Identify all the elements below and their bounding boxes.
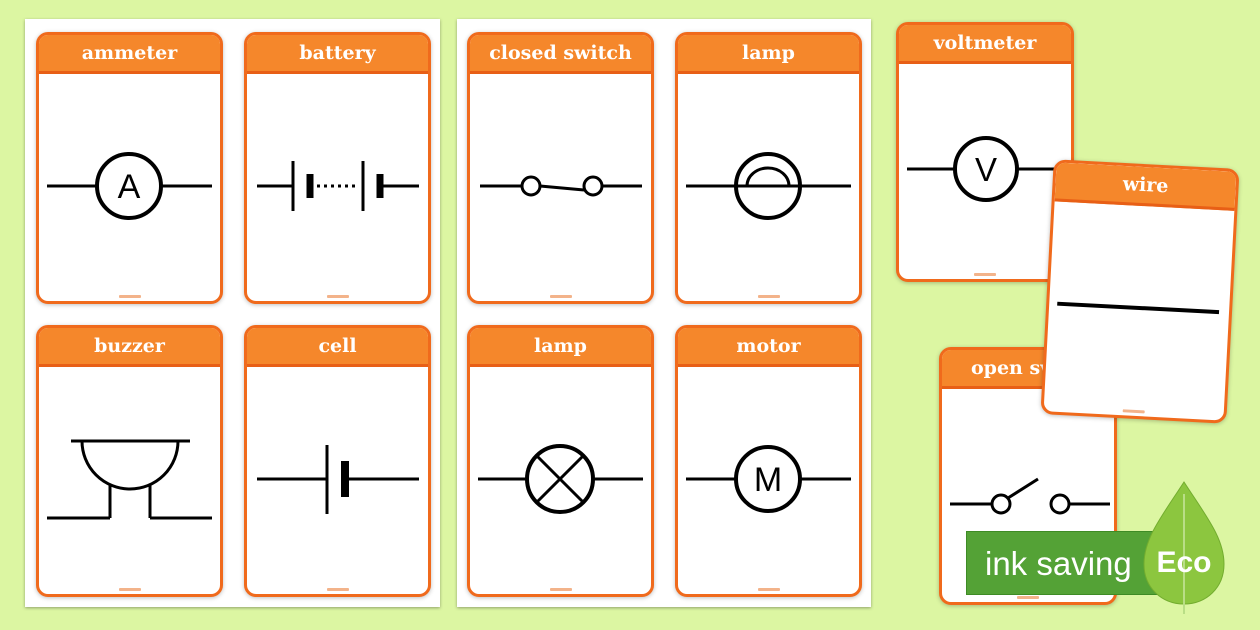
- battery-symbol-icon: [257, 161, 419, 211]
- card-title: cell: [247, 328, 428, 367]
- lamp-cross-symbol-icon: [478, 444, 643, 514]
- closed-switch-symbol-icon: [480, 175, 642, 197]
- card-ammeter[interactable]: ammeter A: [36, 32, 223, 304]
- card-buzzer[interactable]: buzzer: [36, 325, 223, 597]
- card-title: lamp: [678, 35, 859, 74]
- ammeter-symbol-icon: A: [47, 152, 212, 220]
- card-wire[interactable]: wire: [1040, 159, 1240, 424]
- voltmeter-symbol-icon: V: [907, 136, 1067, 202]
- card-footer-mark: [326, 295, 349, 298]
- voltmeter-letter: V: [975, 151, 997, 188]
- card-cell[interactable]: cell: [244, 325, 431, 597]
- eco-leaf-icon: Eco: [1142, 480, 1226, 620]
- lamp-filament-symbol-icon: [686, 152, 851, 220]
- card-footer-mark: [1017, 596, 1039, 599]
- buzzer-symbol-icon: [47, 439, 212, 520]
- card-title: lamp: [470, 328, 651, 367]
- motor-letter: M: [754, 461, 782, 499]
- card-title: motor: [678, 328, 859, 367]
- ammeter-letter: A: [118, 168, 141, 206]
- eco-leaf-text: Eco: [1156, 546, 1212, 579]
- card-voltmeter[interactable]: voltmeter V: [896, 22, 1074, 282]
- card-footer-mark: [326, 588, 349, 591]
- ink-saving-label: ink saving: [985, 545, 1132, 582]
- motor-symbol-icon: M: [686, 445, 851, 513]
- open-switch-symbol-icon: [950, 477, 1110, 515]
- card-footer-mark: [118, 588, 141, 591]
- cell-symbol-icon: [257, 445, 419, 514]
- card-lamp-cross[interactable]: lamp: [467, 325, 654, 597]
- card-title: battery: [247, 35, 428, 74]
- card-title: ammeter: [39, 35, 220, 74]
- card-footer-mark: [118, 295, 141, 298]
- card-battery[interactable]: battery: [244, 32, 431, 304]
- card-footer-mark: [974, 273, 996, 276]
- card-footer-mark: [549, 295, 572, 298]
- card-footer-mark: [757, 588, 780, 591]
- card-footer-mark: [549, 588, 572, 591]
- card-closed-switch[interactable]: closed switch: [467, 32, 654, 304]
- card-lamp-filament[interactable]: lamp: [675, 32, 862, 304]
- card-title: voltmeter: [899, 25, 1071, 64]
- card-footer-mark: [757, 295, 780, 298]
- wire-symbol-icon: [1057, 301, 1220, 315]
- card-motor[interactable]: motor M: [675, 325, 862, 597]
- card-title: closed switch: [470, 35, 651, 74]
- card-title: buzzer: [39, 328, 220, 367]
